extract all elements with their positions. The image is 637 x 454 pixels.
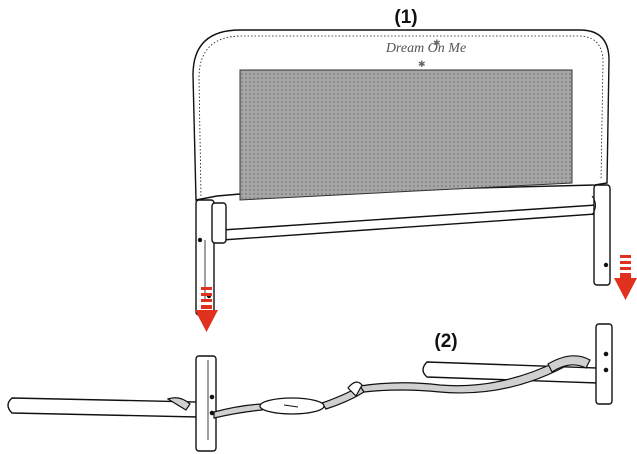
rail-left-bracket [211, 202, 227, 244]
rail-frame-rod [221, 204, 597, 241]
bed-rail-panel [192, 29, 611, 316]
left-base-tube [7, 397, 199, 418]
brand-logo: Dream On Me [385, 41, 466, 56]
rail-seam [198, 35, 604, 197]
left-base-post [195, 355, 217, 452]
down-arrow-icon [195, 287, 218, 332]
mesh-window [239, 69, 573, 201]
right-base-post [595, 323, 613, 405]
down-arrow-icon [614, 255, 637, 300]
rail-right-bracket [591, 195, 596, 216]
step-2-label: (2) [434, 331, 457, 352]
step-1-label: (1) [394, 7, 417, 28]
rail-right-leg [593, 184, 611, 286]
star-icon: ✱ [418, 60, 426, 70]
base-frame [7, 323, 613, 452]
star-icon: ✱ [433, 39, 441, 49]
safety-strap [166, 355, 591, 419]
